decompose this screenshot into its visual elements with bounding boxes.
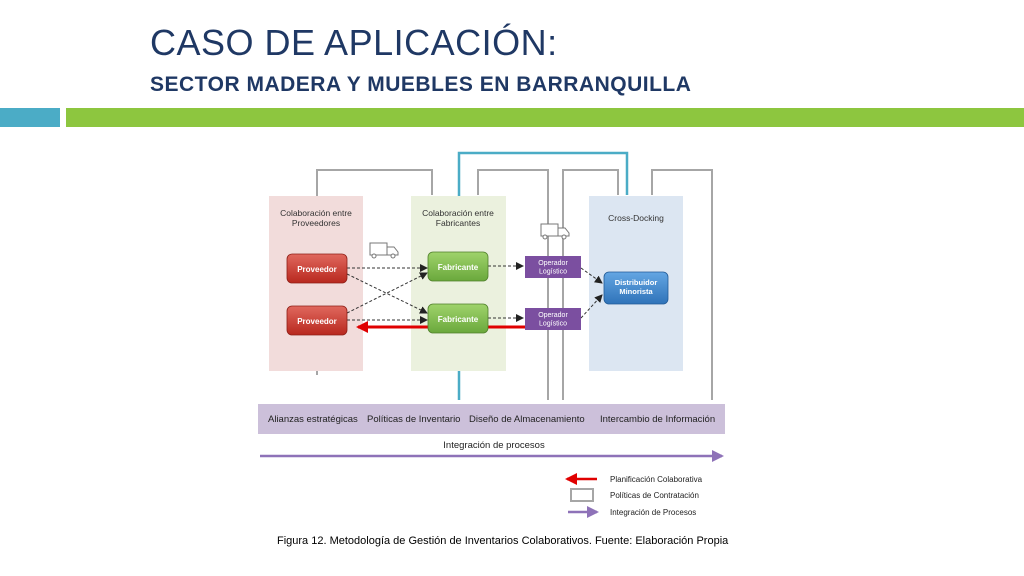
truck-icon [369,242,399,259]
truck-icon [540,223,570,240]
svg-text:Proveedor: Proveedor [297,317,337,326]
group-panel-fabricantes [411,196,506,371]
node-proveedor-2: Proveedor [286,305,348,336]
accent-bar-teal [0,108,60,127]
band-label-intercambio: Intercambio de Información [600,414,715,425]
svg-text:Fabricante: Fabricante [438,315,479,324]
legend-label-politicas: Políticas de Contratación [610,491,699,500]
band-label-diseno: Diseño de Almacenamiento [469,414,585,425]
node-proveedor-1: Proveedor [286,253,348,284]
group-label-crossdocking: Cross-Docking [608,213,664,223]
svg-text:Proveedor: Proveedor [297,265,337,274]
figure-caption: Figura 12. Metodología de Gestión de Inv… [277,535,729,547]
node-fabricante-1: Fabricante [427,251,489,282]
page-subtitle: SECTOR MADERA Y MUEBLES EN BARRANQUILLA [150,73,692,96]
node-fabricante-2: Fabricante [427,303,489,334]
legend-label-integracion: Integración de Procesos [610,508,696,517]
accent-bar-green [66,108,1024,127]
legend-gray-box [570,488,594,502]
group-panel-proveedores [269,196,363,371]
band-label-alianzas: Alianzas estratégicas [268,414,358,425]
svg-text:Fabricante: Fabricante [438,263,479,272]
band-label-politicas: Políticas de Inventario [367,414,460,425]
strategies-band [258,404,725,434]
flow-connectors [346,262,603,324]
legend: Planificación Colaborativa Políticas de … [565,473,703,518]
contract-policy-frames [316,169,713,400]
page-title: CASO DE APLICACIÓN: [150,22,558,63]
integration-label: Integración de procesos [443,440,545,451]
legend-label-planificacion: Planificación Colaborativa [610,475,703,484]
